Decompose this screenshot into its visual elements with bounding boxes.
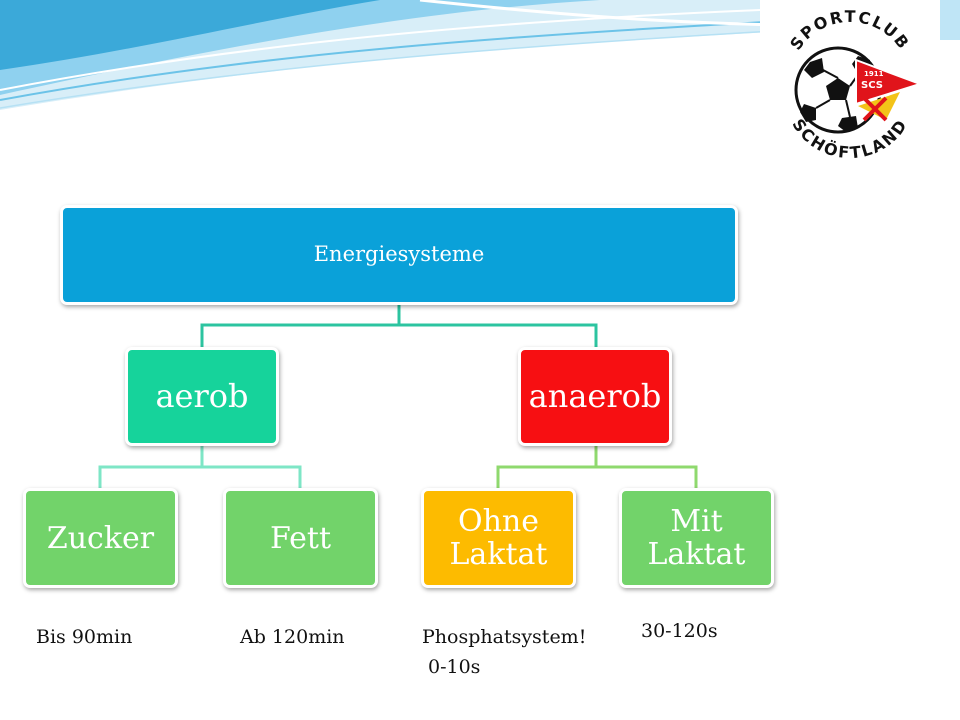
note-zucker-duration: Bis 90min (36, 626, 133, 648)
header-wave-decoration (0, 0, 960, 110)
sportclub-logo: SPORTCLUB SCHÖFTLAND 1911 SCS (760, 0, 940, 170)
root-connector (200, 305, 598, 347)
node-zucker: Zucker (23, 488, 178, 588)
pennant-flag-icon: 1911 SCS (855, 58, 924, 122)
node-aerob: aerob (125, 347, 279, 446)
node-anaerob: anaerob (518, 347, 672, 446)
node-ohne-laktat: Ohne Laktat (421, 488, 576, 588)
note-ohne-laktat-duration: 0-10s (428, 656, 481, 678)
node-fett: Fett (223, 488, 378, 588)
aerob-connector (98, 446, 302, 488)
anaerob-connector (496, 446, 698, 488)
logo-flag-text: SCS (861, 80, 883, 91)
node-energiesysteme: Energiesysteme (60, 205, 738, 305)
note-fett-duration: Ab 120min (240, 626, 345, 648)
node-mit-laktat: Mit Laktat (619, 488, 774, 588)
note-mit-laktat-duration: 30-120s (641, 620, 718, 642)
note-phosphatsystem: Phosphatsystem! (422, 626, 587, 648)
logo-flag-year: 1911 (864, 70, 884, 78)
